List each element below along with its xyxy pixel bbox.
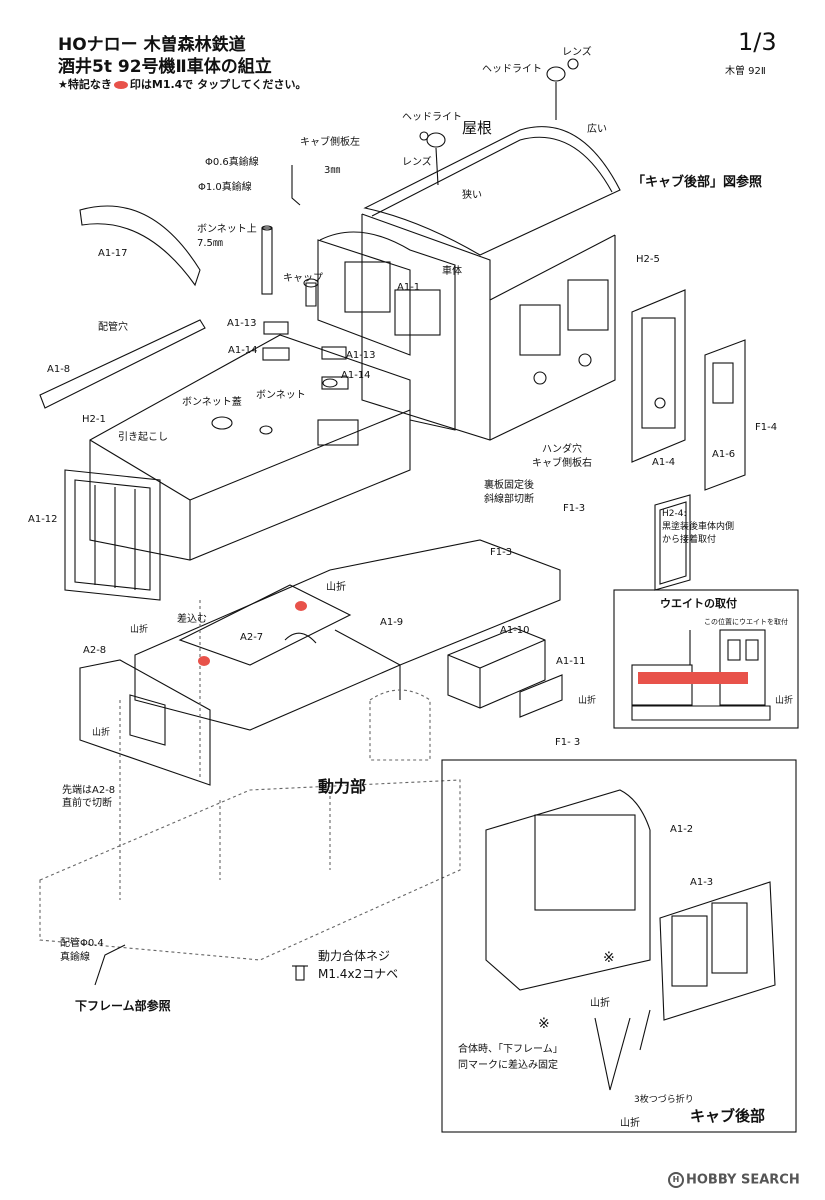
label-tip-cut-2: 直前で切断 (62, 796, 112, 809)
label-a1-14a: A1-14 (228, 345, 258, 356)
label-h2-5: H2-5 (636, 254, 660, 265)
label-headlight-top: ヘッドライト (482, 63, 542, 75)
label-cab-side-right: キャブ側板右 (532, 456, 592, 469)
label-pull-up: 引き起こし (118, 431, 168, 443)
label-pipe-hole: 配管穴 (98, 320, 128, 333)
label-h2-4-3: から接着取付 (662, 533, 716, 545)
label-body: 車体 (442, 264, 462, 277)
red-tap-marker-2 (198, 656, 210, 666)
label-join-1: 合体時、「下フレーム」 (458, 1042, 563, 1055)
label-mountain-fold-6: 山折 (590, 996, 610, 1009)
red-tap-marker-1 (295, 601, 307, 611)
label-a2-7: A2-7 (240, 632, 263, 643)
label-power-unit: 動力部 (318, 777, 366, 796)
drawing-lines (39, 58, 799, 1133)
label-h2-4-1: H2-4: (662, 509, 687, 519)
label-tri-fold: 3枚つづら折り (634, 1093, 694, 1105)
label-back-plate-2: 斜線部切断 (484, 492, 534, 505)
label-cab-rear-title: キャブ後部 (690, 1107, 765, 1125)
label-bonnet-top-2: 7.5㎜ (197, 238, 223, 249)
label-a1-6: A1-6 (712, 449, 735, 460)
label-screw-2: M1.4x2コナベ (318, 967, 398, 981)
label-h2-4-2: 黒塗装後車体内側 (662, 520, 734, 532)
watermark-text: HOBBY SEARCH (686, 1172, 800, 1188)
label-a1-4: A1-4 (652, 457, 675, 468)
label-mountain-fold-7: 山折 (620, 1116, 640, 1129)
label-tip-cut-1: 先端はA2-8 (62, 783, 115, 796)
label-lens-mid: レンズ (402, 155, 432, 168)
label-back-plate-1: 裏板固定後 (484, 478, 534, 491)
label-a1-13b: A1-13 (346, 350, 376, 361)
label-mountain-fold-3: 山折 (92, 726, 110, 738)
label-join-2: 同マークに差込み固定 (458, 1058, 558, 1071)
label-lower-frame-ref: 下フレーム部参照 (75, 998, 171, 1013)
label-narrow: 狭い (462, 188, 482, 201)
label-pipe-04-2: 真鍮線 (60, 950, 90, 963)
title-line-2: 酒井5t 92号機Ⅱ車体の組立 (58, 57, 272, 77)
label-mountain-fold-1: 山折 (326, 580, 346, 593)
label-mountain-fold-5: 山折 (775, 694, 793, 706)
label-a1-8: A1-8 (47, 364, 70, 375)
label-f1-3c: F1- 3 (555, 737, 580, 748)
label-solder-holes: ハンダ穴 (542, 442, 582, 455)
label-weight-title: ウエイトの取付 (660, 596, 737, 610)
label-dim-3mm: 3㎜ (324, 165, 340, 176)
label-insert: 差込む (177, 612, 207, 625)
label-mountain-fold-4: 山折 (578, 694, 596, 706)
label-a1-12: A1-12 (28, 514, 58, 525)
title-line-1: HOナロー 木曽森林鉄道 (58, 35, 246, 55)
label-weight-note: この位置にウエイトを取付 (704, 617, 788, 626)
weight-position-marker (638, 672, 748, 684)
label-h2-1: H2-1 (82, 414, 106, 425)
label-a1-9: A1-9 (380, 617, 403, 628)
label-screw-1: 動力合体ネジ (318, 948, 390, 963)
label-bonnet-top-1: ボンネット上 (197, 223, 257, 235)
label-a2-8: A2-8 (83, 645, 106, 656)
label-a1-2: A1-2 (670, 824, 693, 835)
label-cab-rear-ref: 「キャブ後部」図参照 (632, 174, 762, 190)
label-asterisk-1: ※ (603, 950, 615, 966)
tap-note-pre: ★特記なき (58, 78, 112, 91)
label-a1-14b: A1-14 (341, 370, 371, 381)
label-brass-06: Φ0.6真鍮線 (205, 155, 259, 168)
tap-note-post: 印はM1.4で タップしてください。 (129, 78, 307, 91)
label-bonnet: ボンネット (256, 389, 306, 401)
label-a1-17: A1-17 (98, 248, 128, 259)
label-brass-10: Φ1.0真鍮線 (198, 180, 252, 193)
hobby-search-logo-icon: H (668, 1172, 684, 1188)
label-f1-3a: F1-3 (563, 503, 585, 514)
label-headlight-mid: ヘッドライト (402, 111, 462, 123)
red-dot-icon (113, 81, 128, 89)
label-cab-side-left: キャブ側板左 (300, 135, 360, 148)
label-asterisk-2: ※ (538, 1016, 550, 1032)
label-roof: 屋根 (462, 119, 492, 137)
label-lens-top: レンズ (562, 45, 592, 58)
label-f1-3b: F1-3 (490, 547, 512, 558)
tap-note: ★特記なき 印はM1.4で タップしてください。 (58, 76, 306, 92)
label-a1-1: A1-1 (397, 282, 420, 293)
page-subtitle: 木曽 92Ⅱ (725, 66, 766, 77)
label-f1-4: F1-4 (755, 422, 777, 433)
label-a1-11: A1-11 (556, 656, 586, 667)
page-number: 1/3 (738, 28, 777, 56)
label-mountain-fold-2: 山折 (130, 623, 148, 635)
label-wide: 広い (587, 122, 607, 135)
label-a1-13a: A1-13 (227, 318, 257, 329)
label-cap: キャップ (283, 272, 323, 284)
label-bonnet-lid: ボンネット蓋 (182, 396, 242, 408)
label-pipe-04-1: 配管Φ0.4 (60, 936, 104, 949)
label-a1-10: A1-10 (500, 625, 530, 636)
label-a1-3: A1-3 (690, 877, 713, 888)
